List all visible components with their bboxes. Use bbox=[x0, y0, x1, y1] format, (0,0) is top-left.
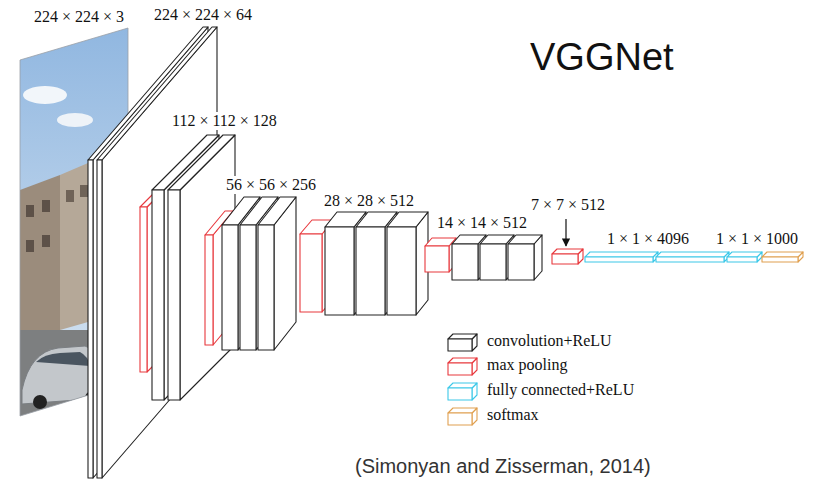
conv-layer-face bbox=[258, 225, 274, 350]
image-cloud bbox=[57, 113, 93, 127]
dimension-label: 1 × 1 × 1000 bbox=[714, 230, 800, 248]
legend-swatch bbox=[446, 380, 480, 402]
legend-swatch-face bbox=[448, 383, 477, 388]
dimension-label: 224 × 224 × 64 bbox=[152, 6, 254, 24]
conv-layer-face bbox=[240, 225, 256, 350]
legend-text: convolution+ReLU bbox=[487, 332, 612, 350]
image-cloud bbox=[23, 86, 67, 104]
conv-layer-face bbox=[356, 227, 385, 315]
conv-layer-face bbox=[152, 190, 164, 400]
softmax-layer-face bbox=[762, 252, 803, 257]
legend-swatch-face bbox=[448, 358, 477, 363]
conv-layer bbox=[508, 235, 542, 280]
fc-layer-face bbox=[727, 257, 757, 262]
fc-layer-face bbox=[727, 252, 762, 257]
image-window bbox=[80, 185, 88, 197]
pool-layer-face bbox=[425, 238, 456, 246]
pool-layer bbox=[425, 238, 456, 272]
pool-layer-face bbox=[205, 235, 213, 345]
conv-layer-face bbox=[258, 197, 296, 225]
fc-layer bbox=[585, 252, 658, 262]
diagram-title: VGGNet bbox=[530, 36, 674, 80]
conv-layer-face bbox=[452, 244, 478, 280]
legend-swatch bbox=[446, 355, 480, 377]
legend-swatch-face bbox=[448, 339, 472, 351]
fc-layer-face bbox=[585, 257, 653, 262]
dimension-label: 56 × 56 × 256 bbox=[224, 176, 318, 194]
leader-arrow bbox=[565, 219, 566, 246]
legend-swatch-face bbox=[448, 388, 472, 400]
pool-layer-face bbox=[552, 254, 578, 264]
image-window bbox=[26, 205, 34, 217]
fc-layer-face bbox=[656, 252, 729, 257]
pool-layer-face bbox=[425, 246, 449, 272]
conv-layer-face bbox=[325, 227, 354, 315]
image-window bbox=[42, 200, 50, 212]
conv-layer bbox=[387, 212, 428, 315]
dimension-label: 7 × 7 × 512 bbox=[529, 196, 607, 214]
layer-blocks bbox=[88, 27, 803, 478]
conv-layer-face bbox=[480, 244, 506, 280]
image-wheel bbox=[33, 395, 47, 409]
citation-caption: (Simonyan and Zisserman, 2014) bbox=[355, 455, 651, 478]
pool-layer-face bbox=[552, 249, 583, 254]
legend-swatch bbox=[446, 405, 480, 427]
conv-layer-face bbox=[387, 212, 428, 227]
image-building bbox=[20, 175, 60, 345]
legend-swatch bbox=[446, 331, 480, 353]
pool-layer-face bbox=[300, 234, 322, 312]
legend-text: fully connected+ReLU bbox=[487, 381, 634, 399]
dimension-label: 1 × 1 × 4096 bbox=[605, 230, 691, 248]
legend-swatch-face bbox=[448, 413, 472, 425]
conv-layer-face bbox=[508, 235, 542, 244]
softmax-layer bbox=[762, 252, 803, 262]
softmax-layer-face bbox=[762, 257, 798, 262]
conv-layer-face bbox=[222, 225, 238, 350]
legend-swatch-face bbox=[448, 363, 472, 375]
image-window bbox=[42, 235, 50, 247]
pool-layer bbox=[552, 249, 583, 264]
conv-layer-face bbox=[168, 190, 180, 400]
conv-layer bbox=[258, 197, 296, 350]
conv-layer-face bbox=[97, 27, 217, 160]
fc-layer-face bbox=[656, 257, 724, 262]
legend-swatch-face bbox=[448, 334, 477, 339]
dimension-label: 14 × 14 × 512 bbox=[435, 214, 529, 232]
fc-layer-face bbox=[585, 252, 658, 257]
conv-layer-face bbox=[97, 160, 102, 478]
dimension-label: 28 × 28 × 512 bbox=[322, 192, 416, 210]
image-window bbox=[66, 190, 74, 202]
legend-text: softmax bbox=[487, 406, 539, 424]
pool-layer-face bbox=[140, 207, 147, 372]
image-window bbox=[26, 240, 34, 252]
conv-layer-face bbox=[88, 160, 93, 478]
legend-text: max pooling bbox=[487, 356, 567, 374]
conv-layer-face bbox=[508, 244, 534, 280]
legend-swatch-face bbox=[448, 408, 477, 413]
fc-layer bbox=[656, 252, 729, 262]
conv-layer-face bbox=[387, 227, 416, 315]
dimension-label: 112 × 112 × 128 bbox=[170, 112, 279, 130]
image-car-window bbox=[36, 352, 90, 366]
dimension-label: 224 × 224 × 3 bbox=[32, 8, 126, 26]
fc-layer bbox=[727, 252, 762, 262]
